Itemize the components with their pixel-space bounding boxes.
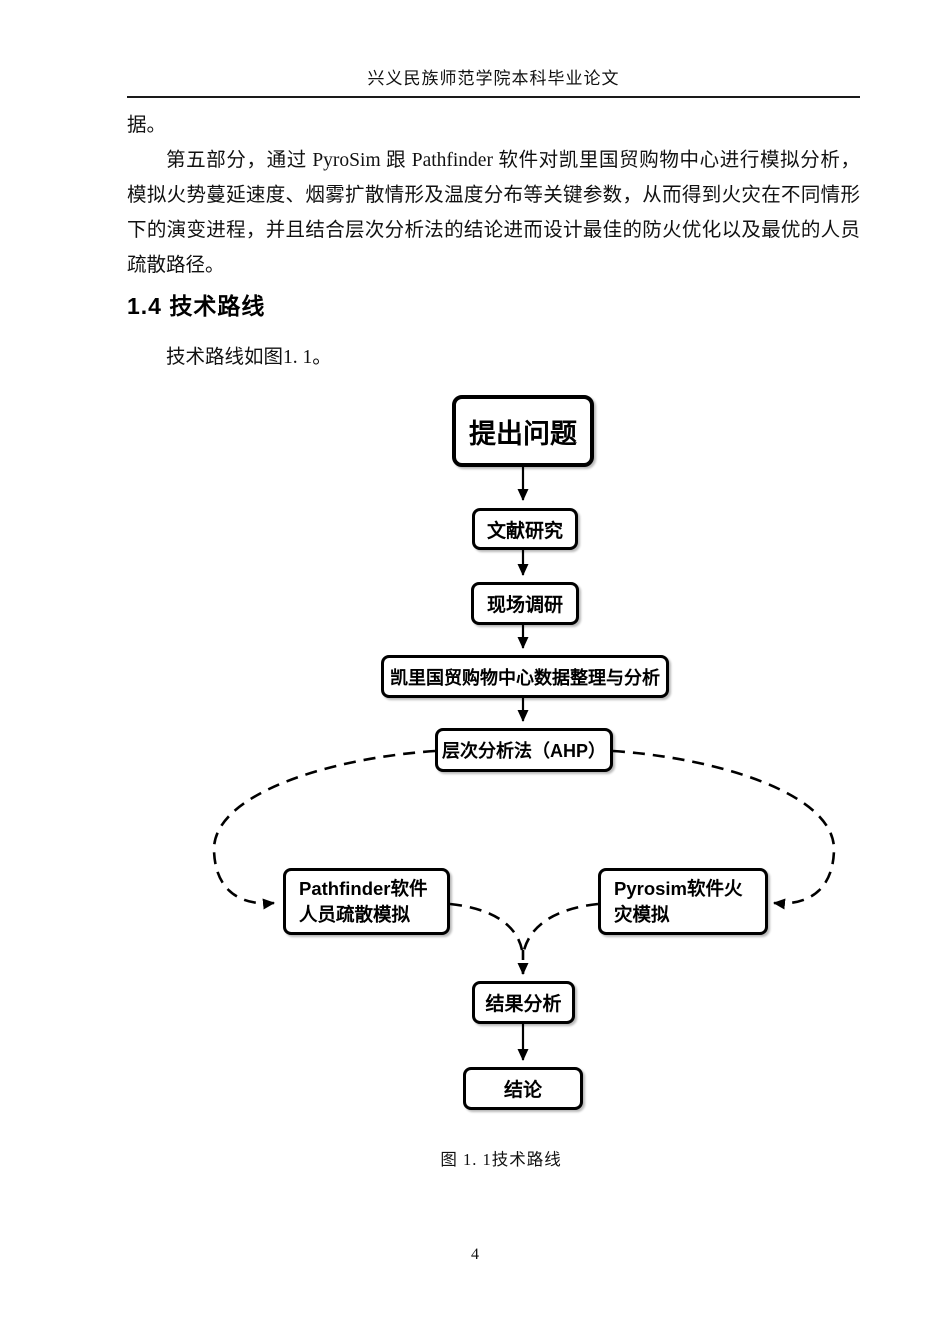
body-paragraph: 第五部分，通过 PyroSim 跟 Pathfinder 软件对凯里国贸购物中心…	[127, 150, 860, 276]
node-ahp-method: 层次分析法（AHP）	[435, 728, 613, 772]
node-pyrosim-simulation: Pyrosim软件火 灾模拟	[598, 868, 768, 935]
dashed-arc-ahp-to-pathfinder	[212, 749, 436, 910]
pyrosim-label-line1: Pyrosim软件火	[614, 877, 743, 899]
body-text: 据。 第五部分，通过 PyroSim 跟 Pathfinder 软件对凯里国贸购…	[127, 108, 860, 283]
pyrosim-label-line2: 灾模拟	[614, 903, 670, 925]
dashed-arc-ahp-to-pyrosim	[612, 749, 836, 910]
node-data-analysis: 凯里国贸购物中心数据整理与分析	[381, 655, 669, 698]
pathfinder-label-line2: 人员疏散模拟	[299, 903, 411, 925]
page-number: 4	[471, 1246, 479, 1263]
pathfinder-label-line1: Pathfinder软件	[299, 877, 428, 899]
node-pathfinder-simulation: Pathfinder软件 人员疏散模拟	[283, 868, 450, 935]
carryover-line: 据。	[127, 115, 167, 136]
node-literature-research: 文献研究	[472, 508, 578, 550]
section-heading: 1.4 技术路线	[127, 293, 266, 319]
figure-caption: 图 1. 1技术路线	[440, 1150, 562, 1169]
section-intro: 技术路线如图1. 1。	[166, 347, 332, 368]
dashed-curve-pathfinder-merge	[449, 902, 524, 951]
node-result-analysis: 结果分析	[472, 981, 575, 1024]
page-header: 兴义民族师范学院本科毕业论文	[127, 64, 860, 98]
dashed-curve-pyrosim-merge	[522, 902, 599, 951]
node-field-survey: 现场调研	[471, 582, 579, 625]
node-conclusion: 结论	[463, 1067, 583, 1110]
node-propose-question: 提出问题	[452, 395, 594, 467]
